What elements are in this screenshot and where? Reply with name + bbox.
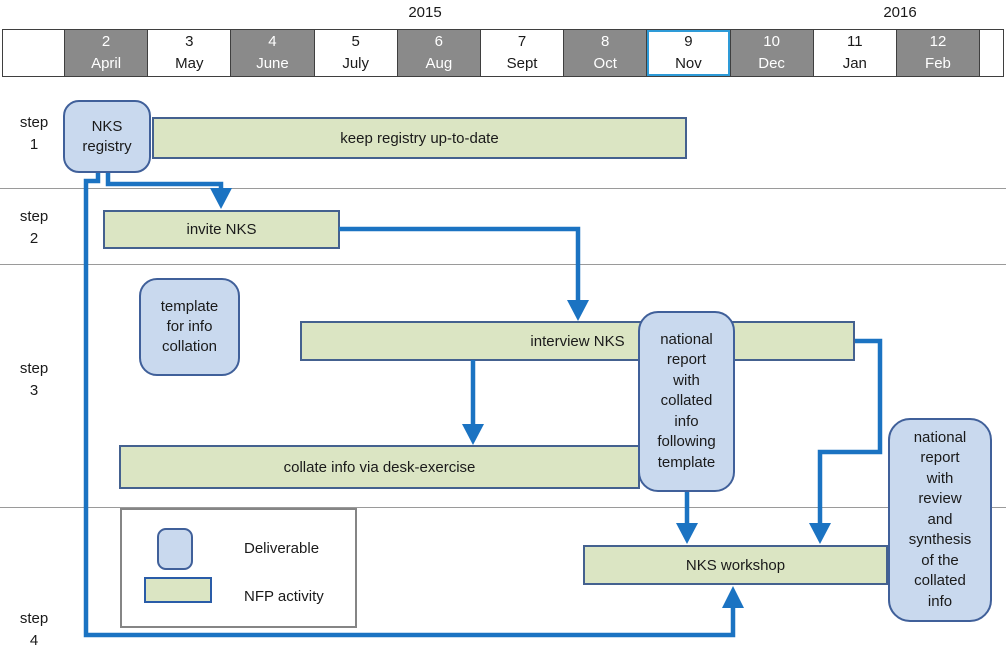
month-name: Jan	[842, 55, 867, 72]
step-number: 4	[29, 632, 39, 649]
month-name: Feb	[925, 55, 951, 72]
activity-bar-collate-info: collate info via desk-exercise	[119, 445, 640, 489]
step-label-1: step 1	[8, 112, 60, 156]
month-number: 5	[351, 33, 360, 50]
month-name: April	[91, 55, 122, 72]
step-label-4: step 4	[8, 608, 60, 652]
month-cell: 5 July	[313, 30, 397, 76]
month-name: June	[256, 55, 289, 72]
step-number: 1	[29, 136, 39, 153]
step-word: step	[19, 114, 49, 131]
connector-invite-to-interview	[339, 226, 581, 303]
month-cell: 10 Dec	[729, 30, 813, 76]
legend-deliverable-label: Deliverable	[244, 540, 320, 557]
arrowhead-down-into-workshop-left	[676, 523, 698, 544]
arrowhead-up-into-workshop	[722, 586, 744, 608]
deliverable-template: template for info collation	[139, 278, 240, 376]
month-name: Sept	[506, 55, 538, 72]
legend-nfp-activity-swatch	[144, 577, 212, 603]
month-cell: 7 Sept	[479, 30, 564, 76]
month-cell: 11 Jan	[812, 30, 896, 76]
month-cell: 6 Aug	[396, 30, 480, 76]
step-label-2: step 2	[8, 206, 60, 250]
month-name: Oct	[593, 55, 617, 72]
month-number: 10	[763, 33, 780, 50]
month-number: 2	[101, 33, 111, 50]
step-number: 2	[29, 230, 39, 247]
step-word: step	[19, 610, 49, 627]
month-number: 6	[434, 33, 444, 50]
connector-interviewbar-to-workshop	[817, 338, 883, 525]
activity-bar-keep-registry: keep registry up-to-date	[152, 117, 687, 159]
step-word: step	[19, 360, 49, 377]
year-label-2015: 2015	[408, 4, 442, 21]
step-number: 3	[29, 382, 39, 399]
timeline-header: 2 April 3 May 4 June 5 July	[2, 29, 1004, 77]
arrowhead-down-into-workshop-right	[809, 523, 831, 544]
activity-bar-interview-nks: interview NKS	[300, 321, 855, 361]
month-number: 8	[601, 33, 610, 50]
divider-step1-step2	[0, 188, 1006, 189]
activity-bar-nks-workshop: NKS workshop	[583, 545, 888, 585]
year-label-2016: 2016	[883, 4, 917, 21]
month-number: 9	[684, 33, 693, 50]
step-label-3: step 3	[8, 358, 60, 402]
activity-bar-invite-nks: invite NKS	[103, 210, 340, 249]
deliverable-report-collated: national report with collated info follo…	[638, 311, 735, 492]
month-name: May	[175, 55, 204, 72]
arrowhead-down-into-interview	[567, 300, 589, 321]
month-name: Aug	[425, 55, 453, 72]
arrowhead-down-into-invite	[210, 188, 232, 209]
legend-nfp-activity-label: NFP activity	[244, 588, 324, 605]
month-number: 11	[846, 33, 863, 50]
month-number: 3	[185, 33, 194, 50]
month-number: 7	[517, 33, 527, 50]
month-cell: 4 June	[230, 30, 314, 76]
legend-box: Deliverable NFP activity	[120, 508, 357, 628]
month-cell: 8 Oct	[563, 30, 647, 76]
arrowhead-down-into-collate	[462, 424, 484, 445]
deliverable-nks-registry: NKS registry	[63, 100, 151, 173]
timeline-spacer-left	[3, 30, 64, 76]
month-cell: 9 Nov	[646, 30, 730, 76]
deliverable-report-synthesis: national report with review and synthesi…	[888, 418, 992, 622]
timeline-spacer-right	[979, 30, 1003, 76]
month-cell: 12 Feb	[895, 30, 980, 76]
legend-deliverable-swatch	[157, 528, 193, 570]
step-word: step	[19, 208, 49, 225]
month-number: 12	[929, 33, 947, 50]
month-cell: 2 April	[64, 30, 148, 76]
month-cell: 3 May	[147, 30, 231, 76]
month-name: Nov	[675, 55, 702, 72]
month-name: Dec	[758, 55, 785, 72]
month-number: 4	[268, 33, 277, 50]
month-name: July	[342, 55, 369, 72]
divider-step2-step3	[0, 264, 1006, 265]
